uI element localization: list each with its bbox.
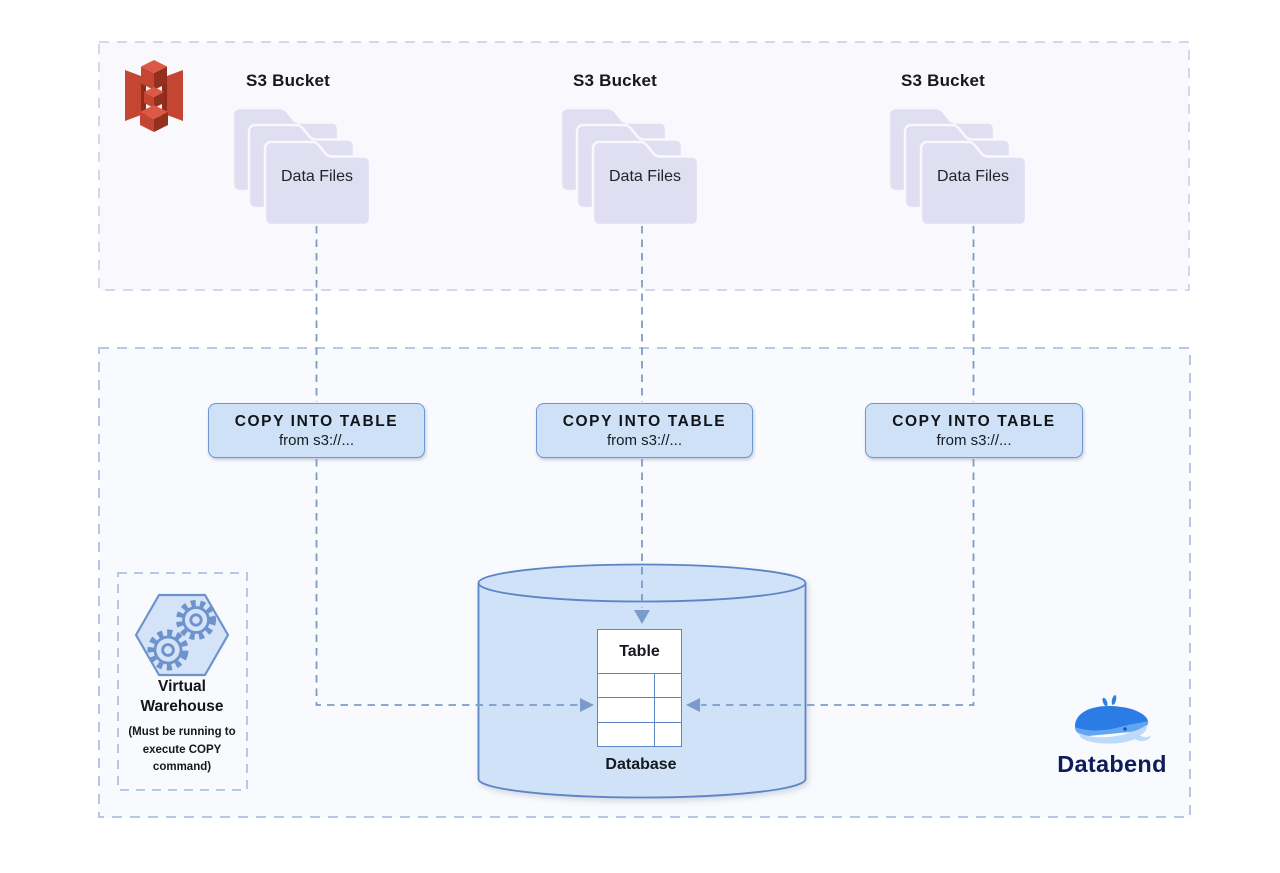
table-row	[598, 722, 681, 746]
table-cell	[598, 674, 655, 698]
table-cell	[655, 674, 681, 697]
databend-brand-name: Databend	[1057, 751, 1167, 777]
copy-command-source: from s3://...	[606, 432, 682, 449]
s3-bucket-label-2: S3 Bucket	[572, 71, 657, 90]
table-cell	[598, 698, 655, 722]
virtual-warehouse-note: (Must be running to execute COPY command…	[128, 726, 236, 773]
database-table: Table	[597, 629, 682, 747]
databend-whale-icon	[1075, 695, 1151, 744]
gears-hexagon-icon	[134, 593, 230, 677]
data-files-label-3: Data Files	[936, 168, 1010, 185]
table-row	[598, 698, 681, 723]
copy-command-source: from s3://...	[936, 432, 1012, 449]
table-cell	[655, 698, 681, 721]
table-title: Table	[598, 630, 681, 674]
copy-into-table-box-1: COPY INTO TABLE from s3://...	[208, 403, 425, 458]
copy-command-source: from s3://...	[278, 432, 354, 449]
stacked-folders-icon	[233, 106, 372, 227]
s3-icon	[125, 60, 183, 132]
copy-command-title: COPY INTO TABLE	[234, 413, 399, 430]
table-row	[598, 674, 681, 699]
stacked-folders-icon	[561, 106, 700, 227]
copy-into-table-box-3: COPY INTO TABLE from s3://...	[865, 403, 1083, 458]
virtual-warehouse-title: Virtual Warehouse	[140, 678, 224, 715]
virtual-warehouse-box	[117, 572, 248, 791]
copy-command-title: COPY INTO TABLE	[892, 413, 1056, 430]
database-label: Database	[605, 756, 677, 773]
data-files-label-2: Data Files	[608, 168, 682, 185]
table-cell	[598, 722, 655, 746]
s3-bucket-label-3: S3 Bucket	[900, 71, 985, 90]
data-files-label-1: Data Files	[280, 168, 354, 185]
copy-command-title: COPY INTO TABLE	[562, 413, 727, 430]
copy-into-table-box-2: COPY INTO TABLE from s3://...	[536, 403, 753, 458]
s3-bucket-label-1: S3 Bucket	[245, 71, 330, 90]
stacked-folders-icon	[889, 106, 1028, 227]
table-cell	[655, 723, 681, 746]
